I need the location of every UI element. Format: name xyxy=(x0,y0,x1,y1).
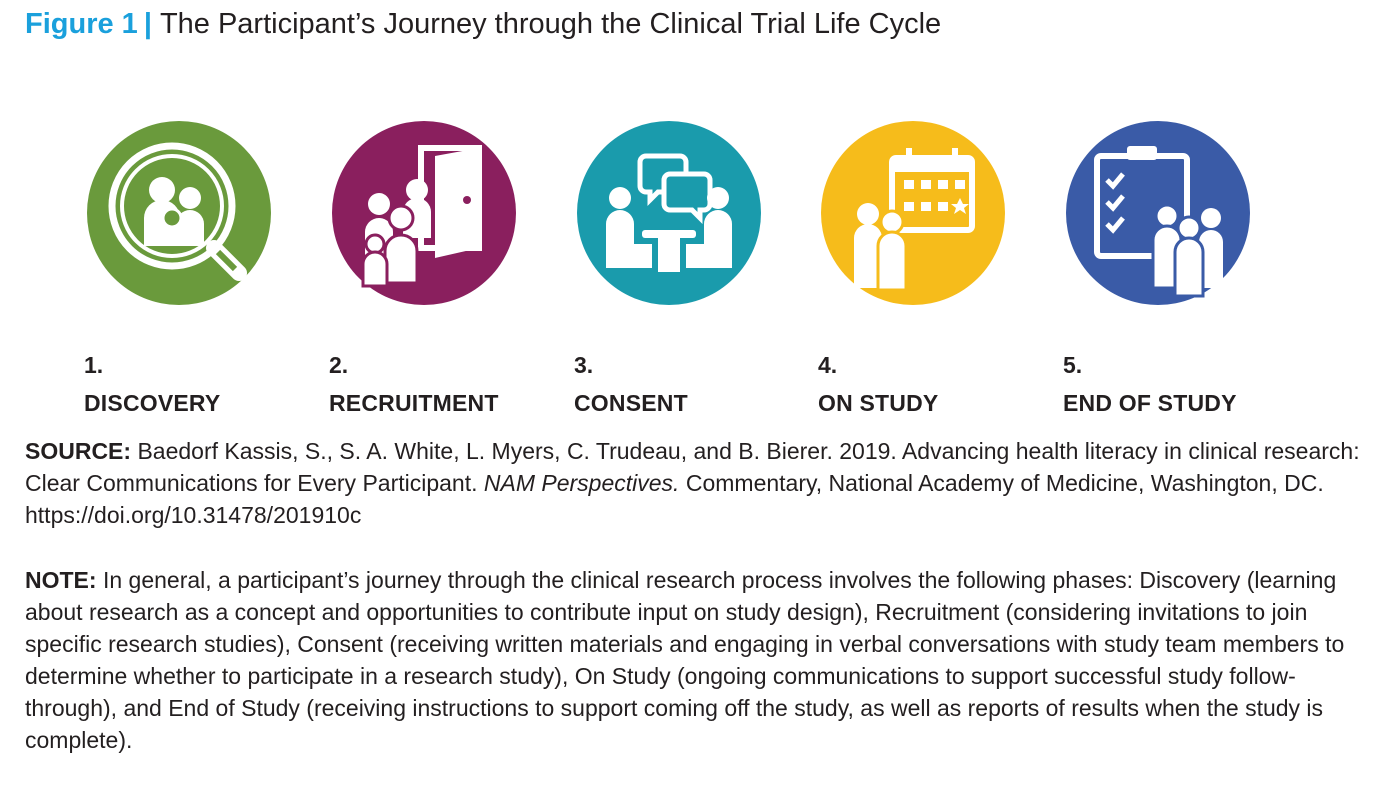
stage-number: 5. xyxy=(1063,352,1083,378)
door-group-icon xyxy=(329,118,519,308)
stage-name: DISCOVERY xyxy=(84,390,221,416)
stage-name: CONSENT xyxy=(574,390,688,416)
figure-note: NOTE: In general, a participant’s journe… xyxy=(25,564,1361,756)
figure-title: Figure 1|The Participant’s Journey throu… xyxy=(25,6,941,42)
stage-number: 3. xyxy=(574,352,594,378)
figure-caption: The Participant’s Journey through the Cl… xyxy=(159,8,942,40)
source-citation: SOURCE: Baedorf Kassis, S., S. A. White,… xyxy=(25,435,1361,531)
stage-number: 2. xyxy=(329,352,349,378)
source-text-before: Baedorf Kassis, S., S. A. White, L. Myer… xyxy=(25,438,1360,496)
source-journal: NAM Perspectives. xyxy=(483,470,680,496)
stage-number: 4. xyxy=(818,352,838,378)
conversation-icon xyxy=(574,118,764,308)
stage-number: 1. xyxy=(84,352,104,378)
figure-separator: | xyxy=(143,8,152,40)
figure-label: Figure 1 xyxy=(25,8,138,40)
note-text: In general, a participant’s journey thro… xyxy=(25,567,1345,753)
source-label: SOURCE: xyxy=(25,438,132,464)
stage-name: END OF STUDY xyxy=(1063,390,1237,416)
source-text-after: Commentary, National Academy of Medicine… xyxy=(25,470,1324,528)
calendar-icon xyxy=(818,118,1008,308)
stage-name: RECRUITMENT xyxy=(329,390,499,416)
stage-name: ON STUDY xyxy=(818,390,939,416)
clipboard-checklist-icon xyxy=(1063,118,1253,308)
magnifier-group-icon xyxy=(84,118,274,308)
note-label: NOTE: xyxy=(25,567,97,593)
